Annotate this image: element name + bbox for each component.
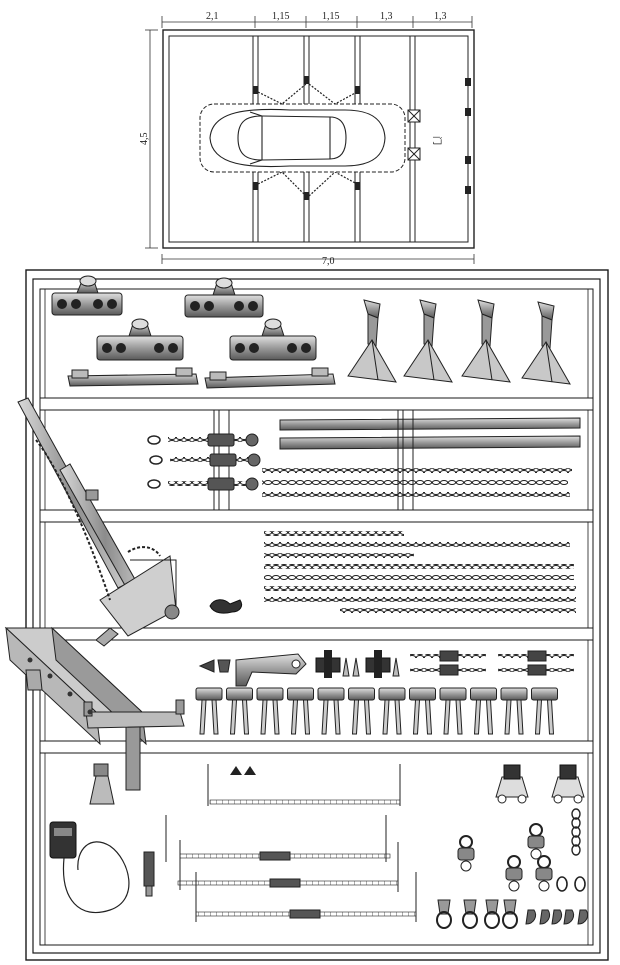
puller-hook — [235, 653, 307, 687]
shackle — [527, 823, 545, 860]
jaw-clamp — [439, 687, 467, 735]
ring — [556, 876, 568, 892]
jaw-clamp — [317, 687, 345, 735]
support-stand — [461, 299, 511, 383]
hydraulic-pump — [49, 821, 155, 914]
chain-bundle — [264, 531, 576, 613]
floor-plan: 2,1 1,15 1,15 1,3 1,3 4,5 7,0 — [139, 11, 475, 267]
left-dimension-line — [145, 29, 158, 249]
support-stand — [521, 301, 571, 385]
clamp-rail — [67, 367, 199, 387]
wedge — [342, 657, 350, 677]
wedge — [392, 657, 400, 677]
top-dimension-line — [161, 16, 473, 28]
jaw-clamps — [195, 687, 558, 735]
pinch-weld-clamp — [184, 277, 264, 318]
small-hook — [563, 909, 575, 925]
long-chain — [262, 468, 572, 497]
small-hook — [539, 909, 551, 925]
car-outline — [209, 108, 386, 168]
small-hook — [525, 909, 537, 925]
hook — [209, 599, 243, 614]
bottom-dimension-line — [161, 254, 475, 264]
strap-clamp — [498, 650, 574, 662]
dim-label-1: 2,1 — [206, 11, 219, 22]
length-dim-label: 7,0 — [322, 256, 335, 267]
cross-clamp — [315, 650, 341, 678]
chain-tensioners — [147, 433, 261, 491]
door-label: 门 — [431, 136, 443, 145]
small-clamp — [198, 659, 215, 673]
height-dim-label: 4,5 — [139, 133, 150, 146]
strap-clamp — [410, 664, 486, 676]
pulling-tower — [17, 397, 180, 647]
jaw-clamp — [378, 687, 406, 735]
pinch-weld-clamp — [229, 318, 317, 361]
pull-hook — [484, 899, 500, 929]
shelf-boards — [39, 397, 594, 754]
pull-hook — [436, 899, 452, 929]
small-hook — [551, 909, 563, 925]
small-stand — [89, 763, 115, 805]
crossbeam — [4, 626, 185, 791]
steel-rail — [279, 417, 581, 450]
strap-clamp — [410, 650, 486, 662]
jaw-clamp — [500, 687, 528, 735]
pinch-weld-clamp — [51, 275, 123, 316]
jaw-clamp — [531, 687, 558, 735]
clamp-head — [551, 764, 585, 804]
jaw-clamp — [409, 687, 436, 735]
jaw-clamp — [195, 687, 223, 735]
dim-label-4: 1,3 — [380, 11, 393, 22]
pull-hook — [462, 899, 478, 929]
chain-tensioner — [147, 477, 259, 491]
dim-label-2: 1,15 — [272, 11, 290, 22]
shackle — [505, 855, 523, 892]
cross-clamp — [365, 650, 391, 678]
chain-tensioner — [147, 433, 259, 447]
shackle — [457, 835, 475, 872]
jaw-clamp — [470, 687, 497, 735]
attachments — [436, 764, 589, 929]
strap-clamp — [498, 664, 574, 676]
dim-label-5: 1,3 — [434, 11, 447, 22]
support-stand — [347, 299, 397, 383]
chain-link — [571, 808, 581, 856]
chain-tensioner — [149, 453, 261, 467]
jaw-clamp — [226, 687, 253, 735]
jaw-clamp — [287, 687, 314, 735]
small-clamp — [217, 659, 231, 673]
support-stand — [403, 299, 453, 383]
jaw-clamp — [348, 687, 375, 735]
clamp-head — [495, 764, 529, 804]
jaw-clamp — [256, 687, 284, 735]
shackle — [535, 855, 553, 892]
dim-label-3: 1,15 — [322, 11, 340, 22]
wedge — [352, 657, 360, 677]
ring — [574, 876, 586, 892]
pinch-weld-clamp — [96, 318, 184, 361]
pull-hook — [502, 899, 518, 929]
support-stands — [347, 299, 571, 385]
extension-tubes — [165, 815, 417, 922]
small-hook — [577, 909, 589, 925]
small-clamps — [198, 650, 574, 678]
clamp-rail — [204, 367, 336, 389]
ram-bar — [207, 764, 401, 806]
